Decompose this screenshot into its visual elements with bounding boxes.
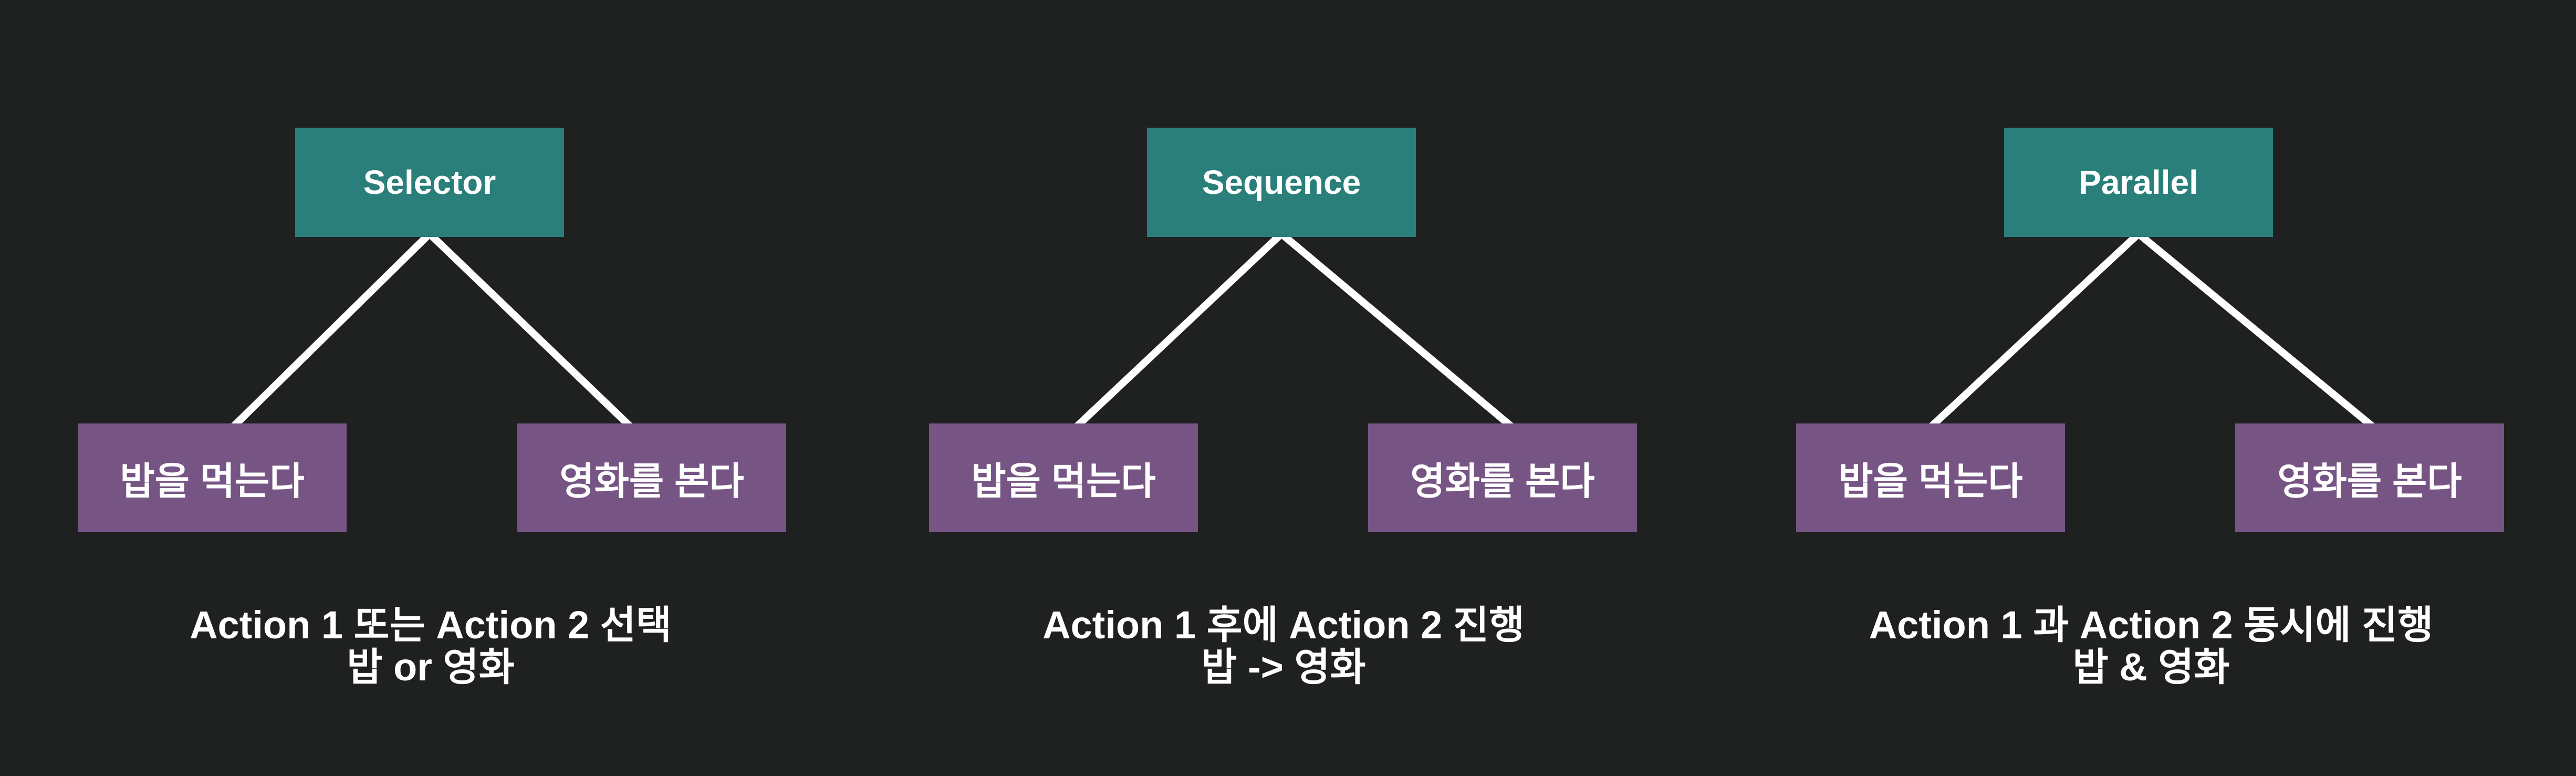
sequence-node: Sequence (1147, 128, 1416, 237)
connector-line (1279, 231, 1523, 437)
sequence-caption-line1: Action 1 후에 Action 2 진행 (1042, 603, 1525, 647)
selector-action2-label: 영화를 본다 (559, 461, 744, 503)
selector-node-label: Selector (363, 163, 496, 201)
parallel-caption-line2: 밥 & 영화 (2072, 645, 2230, 689)
sequence-action2-node: 영화를 본다 (1368, 423, 1637, 532)
selector-node: Selector (295, 128, 564, 237)
selector-action2-node: 영화를 본다 (517, 423, 786, 532)
sequence-caption: Action 1 후에 Action 2 진행 밥 -> 영화 (1042, 604, 1525, 688)
sequence-node-label: Sequence (1202, 163, 1361, 201)
parallel-action1-node: 밥을 먹는다 (1796, 423, 2065, 532)
parallel-caption-line1: Action 1 과 Action 2 동시에 진행 (1869, 603, 2434, 647)
parallel-caption: Action 1 과 Action 2 동시에 진행 밥 & 영화 (1869, 604, 2434, 688)
connector-line (2136, 231, 2384, 437)
sequence-action1-label: 밥을 먹는다 (971, 461, 1156, 503)
sequence-action1-node: 밥을 먹는다 (929, 423, 1198, 532)
selector-caption-line1: Action 1 또는 Action 2 선택 (190, 603, 672, 647)
parallel-node-label: Parallel (2079, 163, 2198, 201)
selector-caption-line2: 밥 or 영화 (347, 645, 515, 689)
parallel-action1-label: 밥을 먹는다 (1838, 461, 2023, 503)
connector-line (427, 231, 641, 437)
selector-action1-node: 밥을 먹는다 (78, 423, 347, 532)
selector-action1-label: 밥을 먹는다 (120, 461, 305, 503)
connector-line (223, 231, 432, 437)
selector-caption: Action 1 또는 Action 2 선택 밥 or 영화 (190, 604, 672, 688)
sequence-caption-line2: 밥 -> 영화 (1201, 645, 1366, 689)
parallel-action2-node: 영화를 본다 (2235, 423, 2504, 532)
sequence-action2-label: 영화를 본다 (1410, 461, 1595, 503)
parallel-node: Parallel (2004, 128, 2273, 237)
connector-line (1921, 231, 2141, 437)
connector-line (1066, 231, 1284, 437)
parallel-action2-label: 영화를 본다 (2277, 461, 2462, 503)
